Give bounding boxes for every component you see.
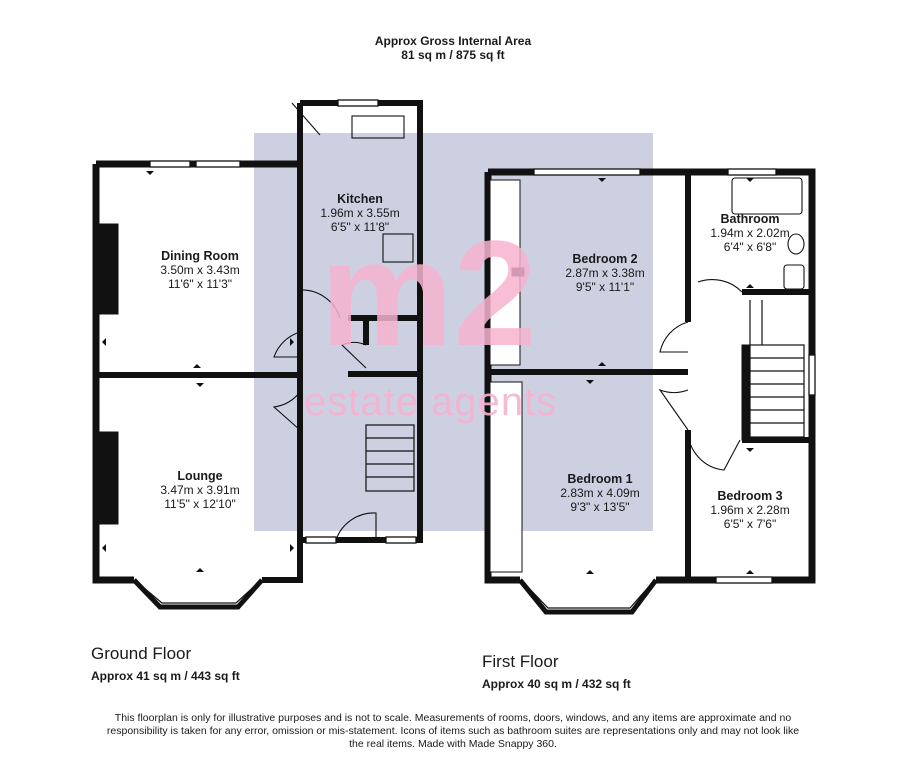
gross-area-header: Approx Gross Internal Area 81 sq m / 875…: [0, 34, 906, 62]
dining-room-name: Dining Room: [161, 249, 239, 263]
kitchen-sink: [351, 115, 405, 139]
dining-fireplace: [97, 223, 119, 315]
gross-area-title: Approx Gross Internal Area: [374, 34, 532, 48]
kitchen-name: Kitchen: [337, 192, 383, 206]
bedroom3-name: Bedroom 3: [717, 489, 783, 503]
ground-floor-area: Approx 41 sq m / 443 sq ft: [91, 669, 240, 683]
bedroom2-label: Bedroom 2 2.87m x 3.38m 9'5" x 11'1": [540, 252, 670, 294]
ground-floor-caption: Ground Floor Approx 41 sq m / 443 sq ft: [91, 644, 240, 683]
bathroom-name: Bathroom: [720, 212, 780, 226]
bathroom-metric: 1.94m x 2.02m: [710, 226, 790, 240]
bedroom1-bay-window: [518, 578, 658, 615]
bathroom-label: Bathroom 1.94m x 2.02m 6'4" x 6'8": [690, 212, 810, 254]
bedroom1-label: Bedroom 1 2.83m x 4.09m 9'3" x 13'5": [535, 472, 665, 514]
lounge-label: Lounge 3.47m x 3.91m 11'5" x 12'10": [130, 469, 270, 511]
basin: [787, 233, 805, 255]
kitchen-label: Kitchen 1.96m x 3.55m 6'5" x 11'8": [300, 192, 420, 234]
bedroom1-name: Bedroom 1: [567, 472, 633, 486]
watermark-logo: m2: [320, 209, 537, 377]
first-floor-title: First Floor: [482, 652, 559, 671]
toilet: [783, 264, 805, 290]
bedroom2-name: Bedroom 2: [572, 252, 638, 266]
bedroom1-wardrobe: [489, 381, 523, 573]
gross-area-value: 81 sq m / 875 sq ft: [401, 48, 505, 62]
lounge-name: Lounge: [177, 469, 223, 483]
dining-room-metric: 3.50m x 3.43m: [160, 263, 240, 277]
kitchen-inner-wall: [348, 315, 420, 377]
first-stairs: [749, 300, 805, 438]
watermark-tagline: estate agents: [304, 380, 558, 424]
bedroom3-label: Bedroom 3 1.96m x 2.28m 6'5" x 7'6": [690, 489, 810, 531]
bathtub: [731, 177, 803, 215]
lounge-bay-window: [132, 578, 264, 610]
first-floor-area: Approx 40 sq m / 432 sq ft: [482, 677, 631, 691]
ground-windows: [149, 99, 417, 544]
ground-door-arcs: [272, 102, 377, 541]
bedroom2-metric: 2.87m x 3.38m: [565, 266, 645, 280]
dimension-markers: [102, 171, 754, 574]
bedroom3-imperial: 6'5" x 7'6": [723, 517, 777, 531]
first-floor-caption: First Floor Approx 40 sq m / 432 sq ft: [482, 652, 631, 691]
dining-room-imperial: 11'6" x 11'3": [167, 277, 233, 291]
landing-stair-wall: [741, 344, 751, 441]
bedroom2-imperial: 9'5" x 11'1": [575, 280, 635, 294]
ground-wall-lounge-right: [262, 164, 303, 583]
first-windows: [533, 168, 816, 584]
ground-floor-title: Ground Floor: [91, 644, 192, 663]
watermark-block: [254, 133, 653, 531]
first-outer-wall-left: [484, 172, 520, 584]
kitchen-hob: [382, 233, 414, 263]
kitchen-imperial: 6'5" x 11'8": [330, 220, 390, 234]
lounge-fireplace: [97, 431, 119, 525]
first-door-arcs: [658, 279, 743, 471]
first-floor-plan: [484, 168, 816, 615]
bedroom1-imperial: 9'3" x 13'5": [570, 500, 630, 514]
bedroom3-metric: 1.96m x 2.28m: [710, 503, 790, 517]
ground-outer-wall-left: [92, 164, 134, 584]
kitchen-metric: 1.96m x 3.55m: [320, 206, 400, 220]
lounge-metric: 3.47m x 3.91m: [160, 483, 240, 497]
dining-room-label: Dining Room 3.50m x 3.43m 11'6" x 11'3": [130, 249, 270, 291]
ground-stairs: [365, 424, 415, 492]
ground-floor-plan: [92, 99, 423, 610]
disclaimer-text: This floorplan is only for illustrative …: [106, 712, 800, 750]
bathroom-imperial: 6'4" x 6'8": [723, 240, 777, 254]
bedroom1-metric: 2.83m x 4.09m: [560, 486, 640, 500]
lounge-imperial: 11'5" x 12'10": [164, 497, 236, 511]
